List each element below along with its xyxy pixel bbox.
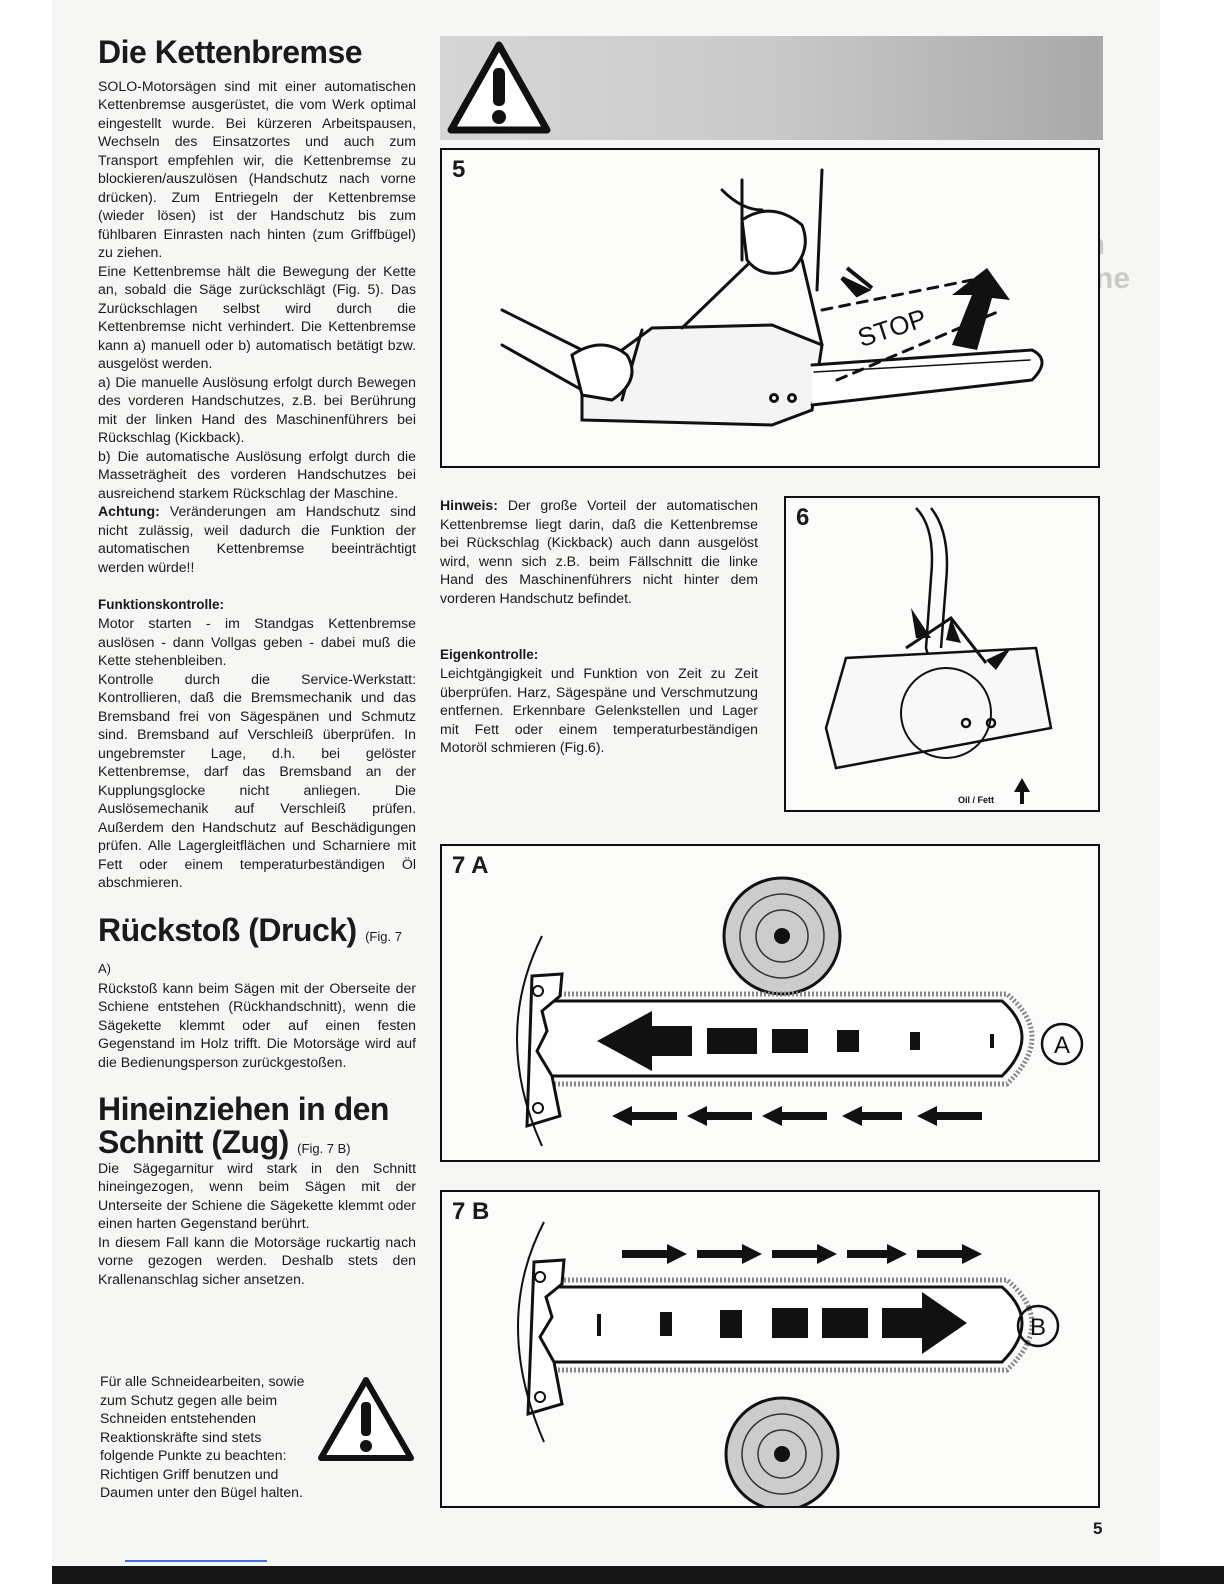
marker-a: A — [1054, 1032, 1070, 1059]
figure-label: 7 B — [452, 1198, 490, 1225]
oil-fett-caption: Oil / Fett — [958, 795, 994, 805]
left-column: Die Kettenbremse SOLO-Motorsägen sind mi… — [98, 36, 416, 1288]
achtung-text: Veränderungen am Handschutz sind nicht z… — [98, 503, 416, 575]
paragraph: In diesem Fall kann die Motorsäge ruckar… — [98, 1233, 416, 1287]
scan-edge — [52, 1566, 1224, 1584]
figure-6-panel: 6 Oil / Fett — [784, 496, 1100, 812]
section-title-hineinziehen: Hineinziehen in den Schnitt (Zug) (Fig. … — [98, 1093, 416, 1158]
subheading-funktionskontrolle: Funktionskontrolle: — [98, 597, 224, 613]
section-title-rueckstoss: Rückstoß (Druck) (Fig. 7 A) — [98, 911, 416, 979]
marker-b: B — [1030, 1314, 1046, 1341]
paragraph: Eine Kettenbremse hält die Bewegung der … — [98, 262, 416, 372]
title-line: Schnitt (Zug) — [98, 1124, 289, 1160]
hinweis-paragraph: Hinweis: Der große Vorteil der automatis… — [440, 496, 758, 607]
kickback-push-illustration: A — [516, 876, 1084, 1147]
figure-7b-panel: 7 B B — [440, 1190, 1100, 1508]
figure-label: 5 — [452, 156, 466, 183]
paragraph: Die Sägegarnitur wird stark in den Schni… — [98, 1159, 416, 1232]
page-number: 5 — [1093, 1519, 1103, 1538]
figure-5-panel: 5 STOP — [440, 148, 1100, 468]
brake-lubrication-illustration: Oil / Fett — [824, 507, 1053, 805]
paragraph: Rückstoß kann beim Sägen mit der Obersei… — [98, 979, 416, 1070]
figure-7a-panel: 7 A A — [440, 844, 1100, 1162]
eigenkontrolle-text: Leichtgängigkeit und Funktion von Zeit z… — [440, 665, 758, 755]
paragraph: a) Die manuelle Auslösung erfolgt durch … — [98, 373, 416, 446]
warning-band — [440, 36, 1103, 140]
scan-artifact-line — [125, 1560, 267, 1562]
figure-label: 7 A — [452, 852, 489, 879]
warning-triangle-icon — [318, 1377, 414, 1461]
subheading-eigenkontrolle: Eigenkontrolle: — [440, 647, 539, 662]
eigenkontrolle-block: Eigenkontrolle: Leichtgängigkeit und Fun… — [440, 646, 758, 757]
achtung-label: Achtung: — [98, 503, 160, 520]
bottom-note: Für alle Schneidearbeiten, sowie zum Sch… — [100, 1372, 310, 1502]
fig-ref: (Fig. 7 B) — [297, 1141, 351, 1156]
hinweis-text: Der große Vorteil der automatischen Kett… — [440, 497, 758, 606]
paragraph: b) Die automatische Auslösung erfolgt du… — [98, 447, 416, 501]
paragraph: Motor starten - im Standgas Kettenbremse… — [98, 615, 416, 669]
title-text: Rückstoß (Druck) — [98, 911, 357, 948]
warning-paragraph: Achtung: Veränderungen am Handschutz sin… — [98, 502, 416, 576]
fig-ref: (Fig. 7 A) — [98, 928, 402, 977]
section-title-kettenbremse: Die Kettenbremse — [98, 34, 363, 70]
title-line: Hineinziehen in den — [98, 1091, 389, 1128]
hinweis-block: Hinweis: Der große Vorteil der automatis… — [440, 496, 758, 607]
paragraph: Kontrolle durch die Service-Werkstatt: K… — [98, 670, 416, 891]
hinweis-label: Hinweis: — [440, 497, 498, 513]
pull-in-cut-illustration: B — [517, 1221, 1060, 1506]
chainsaw-kickback-illustration: STOP — [500, 168, 1044, 427]
figure-label: 6 — [796, 504, 810, 531]
warning-triangle-icon — [447, 41, 551, 134]
bottom-note-text: Für alle Schneidearbeiten, sowie zum Sch… — [100, 1373, 305, 1500]
paragraph: SOLO-Motorsägen sind mit einer automatis… — [98, 77, 416, 261]
